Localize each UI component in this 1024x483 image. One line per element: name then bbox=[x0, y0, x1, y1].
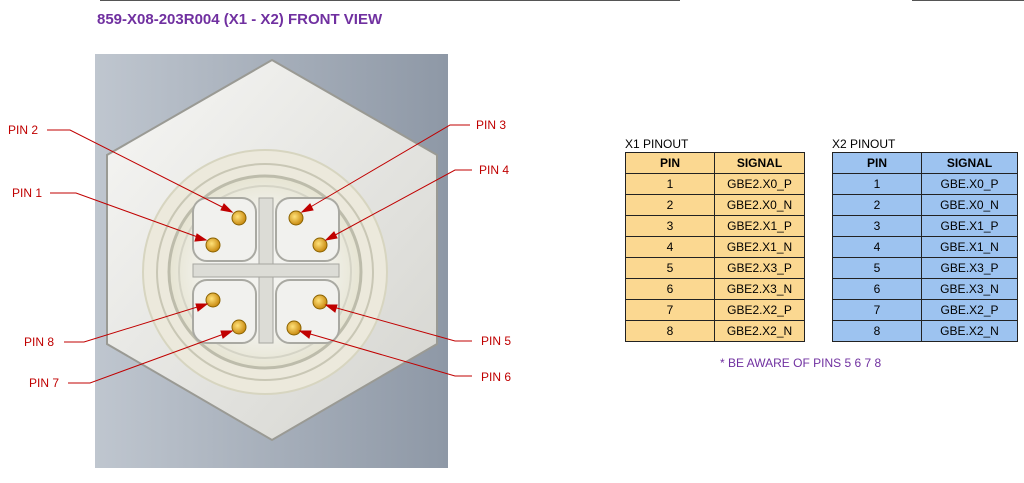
inner-ring bbox=[178, 185, 352, 359]
pin-cell: 5 bbox=[625, 257, 715, 279]
arrow-pin-5 bbox=[324, 304, 338, 313]
signal-cell: GBE.X1_P bbox=[921, 215, 1018, 237]
pin-cell: 3 bbox=[832, 215, 922, 237]
pin-6-label: PIN 6 bbox=[481, 370, 511, 384]
signal-cell: GBE.X2_P bbox=[921, 299, 1018, 321]
x2-pinout-caption: X2 PINOUT bbox=[832, 137, 896, 151]
pin-cell: 6 bbox=[625, 278, 715, 300]
signal-cell: GBE2.X1_N bbox=[714, 236, 805, 258]
signal-cell: GBE2.X3_N bbox=[714, 278, 805, 300]
pin-cell: 7 bbox=[625, 299, 715, 321]
signal-cell: GBE.X3_P bbox=[921, 257, 1018, 279]
pin-1-label: PIN 1 bbox=[12, 186, 42, 200]
column-header-signal: SIGNAL bbox=[714, 152, 805, 174]
pin-cell: 8 bbox=[832, 320, 922, 342]
signal-cell: GBE.X1_N bbox=[921, 236, 1018, 258]
pin-cell: 3 bbox=[625, 215, 715, 237]
pin-4-label: PIN 4 bbox=[479, 163, 509, 177]
pin-4-contact bbox=[312, 237, 328, 253]
pin-2-contact bbox=[231, 210, 247, 226]
middle-ring bbox=[156, 163, 374, 381]
pin-contacts bbox=[205, 210, 328, 336]
pin-cell: 8 bbox=[625, 320, 715, 342]
leader-pin-2 bbox=[47, 129, 233, 213]
pin-5-contact bbox=[312, 294, 328, 310]
table-header-row: PIN SIGNAL bbox=[832, 152, 1018, 174]
signal-cell: GBE.X3_N bbox=[921, 278, 1018, 300]
arrow-pin-8 bbox=[195, 303, 209, 312]
pin-1-contact bbox=[205, 237, 221, 253]
arrow-pin-7 bbox=[220, 330, 234, 339]
arrow-pin-3 bbox=[300, 203, 314, 213]
signal-cell: GBE2.X0_N bbox=[714, 194, 805, 216]
pin-8-contact bbox=[205, 292, 221, 308]
pin-6-contact bbox=[286, 320, 302, 336]
leader-pin-4 bbox=[325, 169, 472, 241]
pins-warning-note: * BE AWARE OF PINS 5 6 7 8 bbox=[720, 356, 882, 370]
top-border-line-right bbox=[912, 0, 1024, 1]
pin-cell: 6 bbox=[832, 278, 922, 300]
pin-cell: 4 bbox=[625, 236, 715, 258]
arrow-pin-1 bbox=[194, 233, 208, 242]
leader-pin-7 bbox=[68, 330, 233, 384]
leader-pin-5 bbox=[325, 304, 472, 342]
arrow-pin-6 bbox=[298, 330, 312, 339]
pin-2-label: PIN 2 bbox=[8, 123, 38, 137]
signal-cell: GBE.X0_N bbox=[921, 194, 1018, 216]
page-title: 859-X08-203R004 (X1 - X2) FRONT VIEW bbox=[97, 11, 383, 28]
leader-pin-1 bbox=[50, 192, 207, 241]
pin-cell: 2 bbox=[625, 194, 715, 216]
arrow-pin-4 bbox=[324, 231, 338, 241]
x1-pinout-caption: X1 PINOUT bbox=[625, 137, 689, 151]
top-border-line bbox=[100, 0, 680, 1]
pin-cell: 5 bbox=[832, 257, 922, 279]
pin-5-label: PIN 5 bbox=[481, 334, 511, 348]
leader-pin-8 bbox=[64, 303, 208, 343]
pin-7-contact bbox=[231, 319, 247, 335]
pin-cell: 1 bbox=[832, 173, 922, 195]
pin-cell: 2 bbox=[832, 194, 922, 216]
pin-3-label: PIN 3 bbox=[476, 118, 506, 132]
pin-7-label: PIN 7 bbox=[29, 376, 59, 390]
pin-cell: 4 bbox=[832, 236, 922, 258]
pin-cell: 1 bbox=[625, 173, 715, 195]
arrow-pin-2 bbox=[220, 203, 234, 213]
signal-cell: GBE.X0_P bbox=[921, 173, 1018, 195]
signal-cell: GBE2.X1_P bbox=[714, 215, 805, 237]
leader-pin-3 bbox=[301, 124, 470, 213]
signal-cell: GBE2.X3_P bbox=[714, 257, 805, 279]
pin-3-contact bbox=[288, 210, 304, 226]
signal-cell: GBE2.X2_P bbox=[714, 299, 805, 321]
column-header-pin: PIN bbox=[625, 152, 715, 174]
column-header-pin: PIN bbox=[832, 152, 922, 174]
shield-cross-horizontal bbox=[192, 263, 340, 278]
table-header-row: PIN SIGNAL bbox=[625, 152, 805, 174]
leader-pin-6 bbox=[299, 330, 472, 377]
signal-cell: GBE2.X2_N bbox=[714, 320, 805, 342]
signal-cell: GBE2.X0_P bbox=[714, 173, 805, 195]
pin-cell: 7 bbox=[832, 299, 922, 321]
signal-cell: GBE.X2_N bbox=[921, 320, 1018, 342]
pin-8-label: PIN 8 bbox=[24, 335, 54, 349]
column-header-signal: SIGNAL bbox=[921, 152, 1018, 174]
